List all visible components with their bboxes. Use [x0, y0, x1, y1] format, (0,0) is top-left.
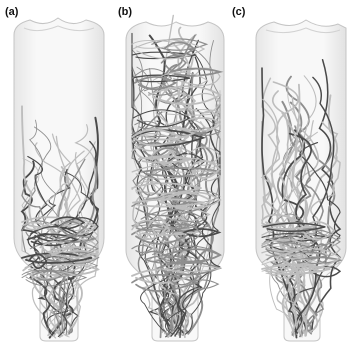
- panel-label-c: (c): [232, 6, 245, 18]
- panel-label-b: (b): [118, 6, 132, 18]
- panel-label-a: (a): [5, 6, 18, 18]
